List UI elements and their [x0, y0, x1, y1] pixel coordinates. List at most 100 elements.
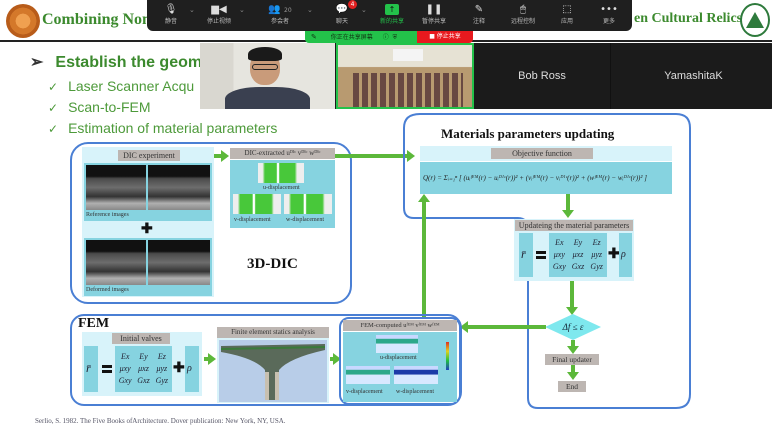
- new-share-button[interactable]: ↑新的共享: [372, 2, 412, 26]
- bullet-main: ➢Establish the geom: [30, 52, 202, 72]
- chat-icon: 💬: [335, 4, 349, 15]
- participants-options-chevron-icon[interactable]: ⌄: [307, 6, 313, 14]
- vault-fem-model-image: [219, 340, 327, 402]
- rho-symbol: ρ: [187, 363, 192, 374]
- deformed-image-right: [148, 240, 210, 285]
- university-seal-icon: [740, 3, 770, 37]
- participants-label: 参会者: [270, 18, 289, 25]
- bullet-sub: ✓Laser Scanner Acqu: [48, 78, 194, 94]
- info-icon[interactable]: ⓘ: [382, 34, 389, 41]
- matrix-cell: Gxz: [137, 376, 150, 385]
- citation-text: Serlio, S. 1982. The Five Books ofArchit…: [35, 417, 286, 425]
- annotate-icon: ✎: [474, 4, 484, 15]
- matrix-cell: μxy: [553, 250, 565, 259]
- final-updater-label: Final updater: [545, 354, 599, 365]
- apps-icon: ⬚: [562, 4, 572, 15]
- flow-arrow: [571, 340, 575, 348]
- fem-computed-box: [339, 317, 461, 405]
- plus-icon: ✚: [608, 247, 620, 262]
- person-body: [225, 87, 310, 109]
- rho-panel: [619, 233, 632, 277]
- annotate-button[interactable]: ✎注释: [459, 2, 499, 26]
- chat-unread-badge: 4: [348, 0, 357, 9]
- mute-button[interactable]: 🎙静音: [151, 2, 191, 26]
- bullet-sub: ✓Scan-to-FEM: [48, 99, 151, 115]
- arrow-right-icon: [333, 353, 341, 365]
- arrow-down-icon: [562, 210, 574, 218]
- bullet-sub-text: Estimation of material parameters: [68, 120, 278, 136]
- stop-share-label: 停止共享: [436, 33, 461, 40]
- arrow-down-icon: [567, 346, 579, 354]
- check-icon: ✓: [48, 80, 59, 94]
- r-bar-panel: [519, 233, 533, 277]
- w-displacement-image: [284, 194, 332, 214]
- bullet-sub-text: Scan-to-FEM: [68, 99, 151, 115]
- fem-section-box: [70, 314, 462, 406]
- matrix-cell: μxz: [138, 364, 149, 373]
- pause-share-button[interactable]: ❚❚暂停共享: [414, 2, 454, 26]
- flow-arrow: [571, 365, 575, 373]
- objective-function-label: Objective function: [491, 148, 593, 159]
- arrow-right-icon: [407, 150, 415, 162]
- r-bar-symbol: r̄: [86, 361, 91, 375]
- shield-icon[interactable]: ⛨: [392, 34, 398, 41]
- slide-title-left: Combining Nonde: [42, 11, 167, 28]
- flow-arrow: [566, 194, 570, 212]
- more-icon: •••: [600, 4, 618, 15]
- chat-button[interactable]: 💬4 聊天: [322, 0, 362, 26]
- room-video-tile[interactable]: [336, 43, 474, 109]
- arrow-up-icon: [418, 194, 430, 202]
- more-button[interactable]: •••更多: [589, 2, 629, 26]
- objective-formula-panel: [420, 162, 672, 194]
- deformed-images-caption: Deformed images: [86, 287, 129, 293]
- end-label: End: [558, 381, 586, 392]
- update-section-title: Materials parameters updating: [441, 126, 615, 141]
- sharing-pin-icon: ✎: [311, 33, 317, 41]
- slide-title-right: en Cultural Relics: [634, 11, 743, 26]
- apps-label: 应用: [560, 18, 573, 25]
- fem-section-title: FEM: [78, 316, 110, 331]
- arrow-bullet-icon: ➢: [30, 54, 44, 71]
- remote-control-label: 远程控制: [510, 18, 535, 25]
- v-displacement-image: [233, 194, 281, 214]
- video-options-chevron-icon[interactable]: ⌄: [239, 6, 245, 14]
- new-share-icon: ↑: [385, 4, 399, 15]
- fem-v-displacement-image: [346, 366, 390, 384]
- u-displacement-image: [258, 163, 304, 183]
- chat-label: 聊天: [335, 18, 348, 25]
- fem-w-caption: w-displacement: [396, 389, 434, 395]
- equals-icon: [536, 251, 546, 259]
- pause-share-label: 暂停共享: [421, 18, 446, 25]
- flow-arrow: [335, 154, 408, 158]
- fem-u-caption: u-displacement: [380, 355, 417, 361]
- dic-v-caption: v-displacement: [234, 217, 271, 223]
- chat-options-chevron-icon[interactable]: ⌄: [361, 6, 367, 14]
- arrow-left-icon: [460, 321, 468, 333]
- remote-control-button[interactable]: 🖱远程控制: [503, 2, 543, 26]
- matrix-cell: μxy: [119, 364, 131, 373]
- stop-share-button[interactable]: ■ 停止共享: [417, 31, 473, 43]
- self-video-tile[interactable]: [200, 43, 335, 109]
- mute-options-chevron-icon[interactable]: ⌄: [189, 6, 195, 14]
- participant-count: 20: [284, 7, 292, 14]
- stop-video-button[interactable]: ▆◀停止视频: [199, 2, 239, 26]
- objective-formula: Q(r) = Σᵢ₌₁ⁿ [ (uᵢᶠᴱᴹ(r) − uᵢᴰᴵᶜ(r))² + …: [423, 174, 647, 182]
- matrix-cell: Gxy: [118, 376, 132, 385]
- sharing-status-bar: ✎ 你正在共享屏幕 ⓘ ⛨: [305, 31, 417, 43]
- flow-arrow: [330, 357, 334, 361]
- matrix-cell: Gxz: [571, 262, 585, 271]
- initial-values-label: Initial valves: [112, 333, 170, 344]
- sharing-status-text: 你正在共享屏幕: [330, 34, 373, 41]
- r-bar-symbol: r̄: [521, 247, 526, 261]
- apps-button[interactable]: ⬚ 应用: [547, 2, 587, 26]
- participant-tile-bob-ross[interactable]: Bob Ross: [474, 43, 611, 109]
- matrix-cell: Ey: [139, 352, 148, 361]
- person-hair: [248, 47, 282, 61]
- participant-tile-yamashitak[interactable]: YamashitaK: [612, 43, 772, 109]
- flow-arrow: [214, 154, 222, 158]
- flow-arrow: [570, 281, 574, 309]
